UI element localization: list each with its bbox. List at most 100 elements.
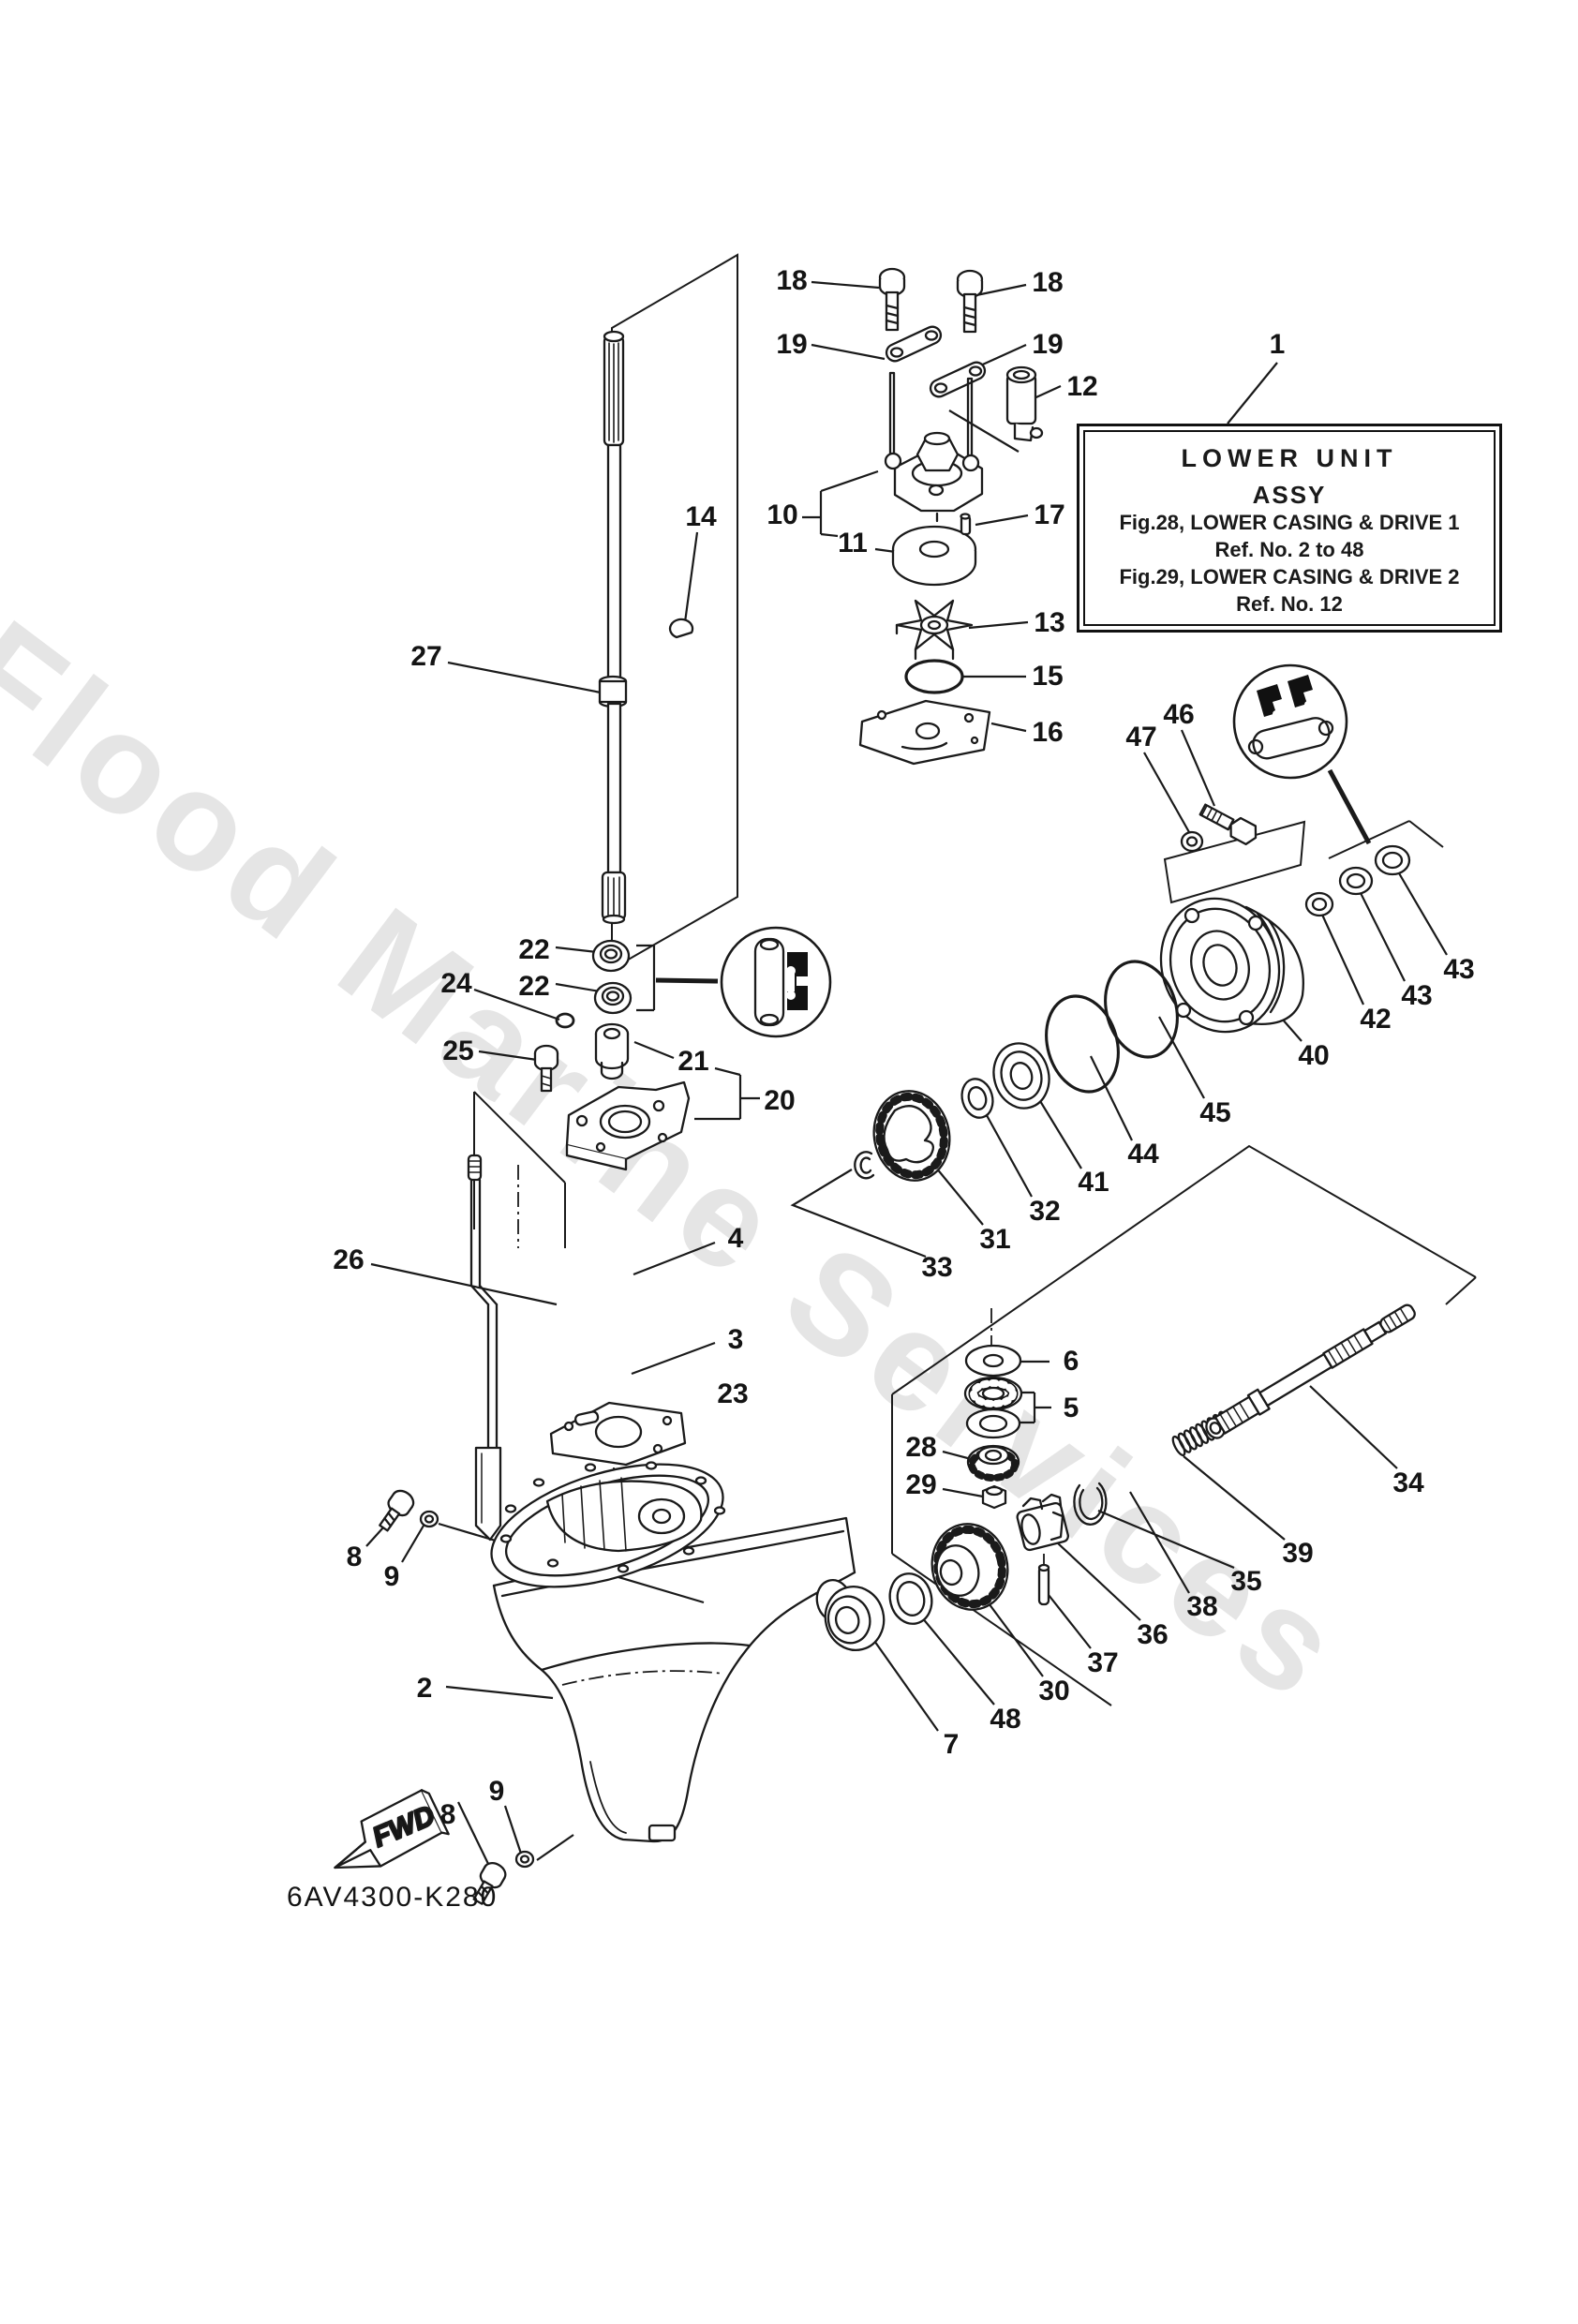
info-box-subtitle: ASSY <box>1252 481 1327 509</box>
callout-29: 29 <box>905 1469 937 1500</box>
info-box: LOWER UNIT ASSY Fig.28, LOWER CASING & D… <box>1077 424 1502 633</box>
link-plate-right <box>929 361 987 398</box>
seal-43a <box>1338 866 1374 896</box>
pinion-gear <box>966 1444 1020 1482</box>
washer-6 <box>964 1344 1022 1378</box>
leader-lines <box>365 280 1448 1869</box>
callout-20: 20 <box>764 1085 796 1116</box>
info-box-inner: LOWER UNIT ASSY Fig.28, LOWER CASING & D… <box>1083 430 1496 626</box>
pinion-nut <box>981 1484 1007 1510</box>
clutch-pin <box>1037 1563 1050 1606</box>
callout-44: 44 <box>1127 1139 1159 1169</box>
callout-8: 8 <box>439 1799 456 1830</box>
woodruff-key <box>668 618 694 639</box>
callout-14: 14 <box>685 501 717 532</box>
callout-10: 10 <box>767 499 798 530</box>
callout-15: 15 <box>1032 661 1064 692</box>
callout-33: 33 <box>921 1252 953 1283</box>
dog-clutch <box>1016 1493 1070 1552</box>
drawing-number: 6AV4300-K280 <box>287 1882 499 1913</box>
callout-39: 39 <box>1282 1538 1314 1569</box>
callout-43: 43 <box>1401 980 1433 1011</box>
callout-5: 5 <box>1063 1393 1079 1423</box>
water-pump-housing <box>884 371 984 523</box>
drive-shaft <box>598 330 628 925</box>
callout-2: 2 <box>416 1673 433 1704</box>
shift-rod <box>467 1154 502 1542</box>
bearing-41 <box>992 1042 1050 1110</box>
anode-part <box>1005 365 1044 442</box>
link-plate-left <box>885 325 943 363</box>
callout-43: 43 <box>1443 954 1475 985</box>
callout-4: 4 <box>727 1223 744 1254</box>
propeller-shaft <box>1205 1304 1416 1439</box>
bearing-22-upper <box>591 939 631 973</box>
carrier-washer <box>1180 830 1204 853</box>
washer-48 <box>888 1572 933 1625</box>
base-bolt-25 <box>533 1044 559 1093</box>
callout-34: 34 <box>1392 1467 1424 1498</box>
callout-18: 18 <box>776 265 808 296</box>
pump-spacer <box>891 525 977 587</box>
info-box-line-1: Fig.28, LOWER CASING & DRIVE 1 <box>1119 511 1460 534</box>
callout-11: 11 <box>838 528 868 559</box>
callout-1: 1 <box>1269 329 1286 360</box>
callout-24: 24 <box>440 968 472 999</box>
info-box-line-2: Ref. No. 2 to 48 <box>1214 538 1364 561</box>
callout-9: 9 <box>488 1776 505 1807</box>
callout-3: 3 <box>727 1324 744 1355</box>
callout-7: 7 <box>943 1729 960 1760</box>
callout-22: 22 <box>518 934 550 965</box>
callout-26: 26 <box>333 1244 365 1275</box>
callout-19: 19 <box>776 329 808 360</box>
callout-41: 41 <box>1078 1167 1109 1198</box>
pump-plate <box>858 699 991 766</box>
callout-17: 17 <box>1034 499 1065 530</box>
callout-46: 46 <box>1163 699 1195 730</box>
info-box-line-4: Ref. No. 12 <box>1236 592 1343 616</box>
seal-43b <box>1374 844 1411 876</box>
lower-casing <box>490 1461 856 1843</box>
carrier-bolt <box>1198 803 1258 846</box>
pump-base <box>565 1080 691 1171</box>
pump-oring <box>904 659 964 694</box>
callout-22: 22 <box>518 971 550 1002</box>
casing-washer-lower <box>514 1850 535 1869</box>
callout-36: 36 <box>1137 1619 1169 1650</box>
bearing-carrier <box>1159 897 1304 1034</box>
casing-gasket <box>549 1401 687 1467</box>
oring-24 <box>555 1012 575 1029</box>
callout-16: 16 <box>1032 717 1064 748</box>
callout-13: 13 <box>1034 607 1065 638</box>
callout-27: 27 <box>410 641 442 672</box>
bearing-22-lower <box>593 981 633 1015</box>
callout-40: 40 <box>1298 1040 1330 1071</box>
info-box-title: LOWER UNIT <box>1181 444 1398 472</box>
impeller <box>895 599 974 661</box>
callout-47: 47 <box>1125 722 1157 752</box>
callout-32: 32 <box>1029 1196 1061 1227</box>
callout-31: 31 <box>979 1224 1011 1255</box>
casing-washer-upper <box>419 1510 439 1528</box>
callout-8: 8 <box>346 1542 363 1572</box>
callout-19: 19 <box>1032 329 1064 360</box>
callout-37: 37 <box>1087 1647 1119 1678</box>
clip-washer-33 <box>854 1151 875 1180</box>
bevel-gear-30 <box>930 1523 1009 1611</box>
detail-circle-bearing <box>720 926 832 1038</box>
spring-clip <box>1073 1482 1108 1526</box>
callout-21: 21 <box>677 1046 709 1077</box>
oring-44 <box>1045 994 1120 1094</box>
callout-30: 30 <box>1038 1676 1070 1706</box>
washer-32 <box>960 1078 994 1119</box>
callout-42: 42 <box>1360 1004 1392 1035</box>
bushing-21 <box>594 1022 630 1080</box>
callout-45: 45 <box>1199 1097 1231 1128</box>
detail-circle-pin <box>1232 663 1348 780</box>
callout-38: 38 <box>1186 1591 1218 1622</box>
thrust-bearing-5 <box>963 1376 1023 1411</box>
callout-12: 12 <box>1066 371 1098 402</box>
